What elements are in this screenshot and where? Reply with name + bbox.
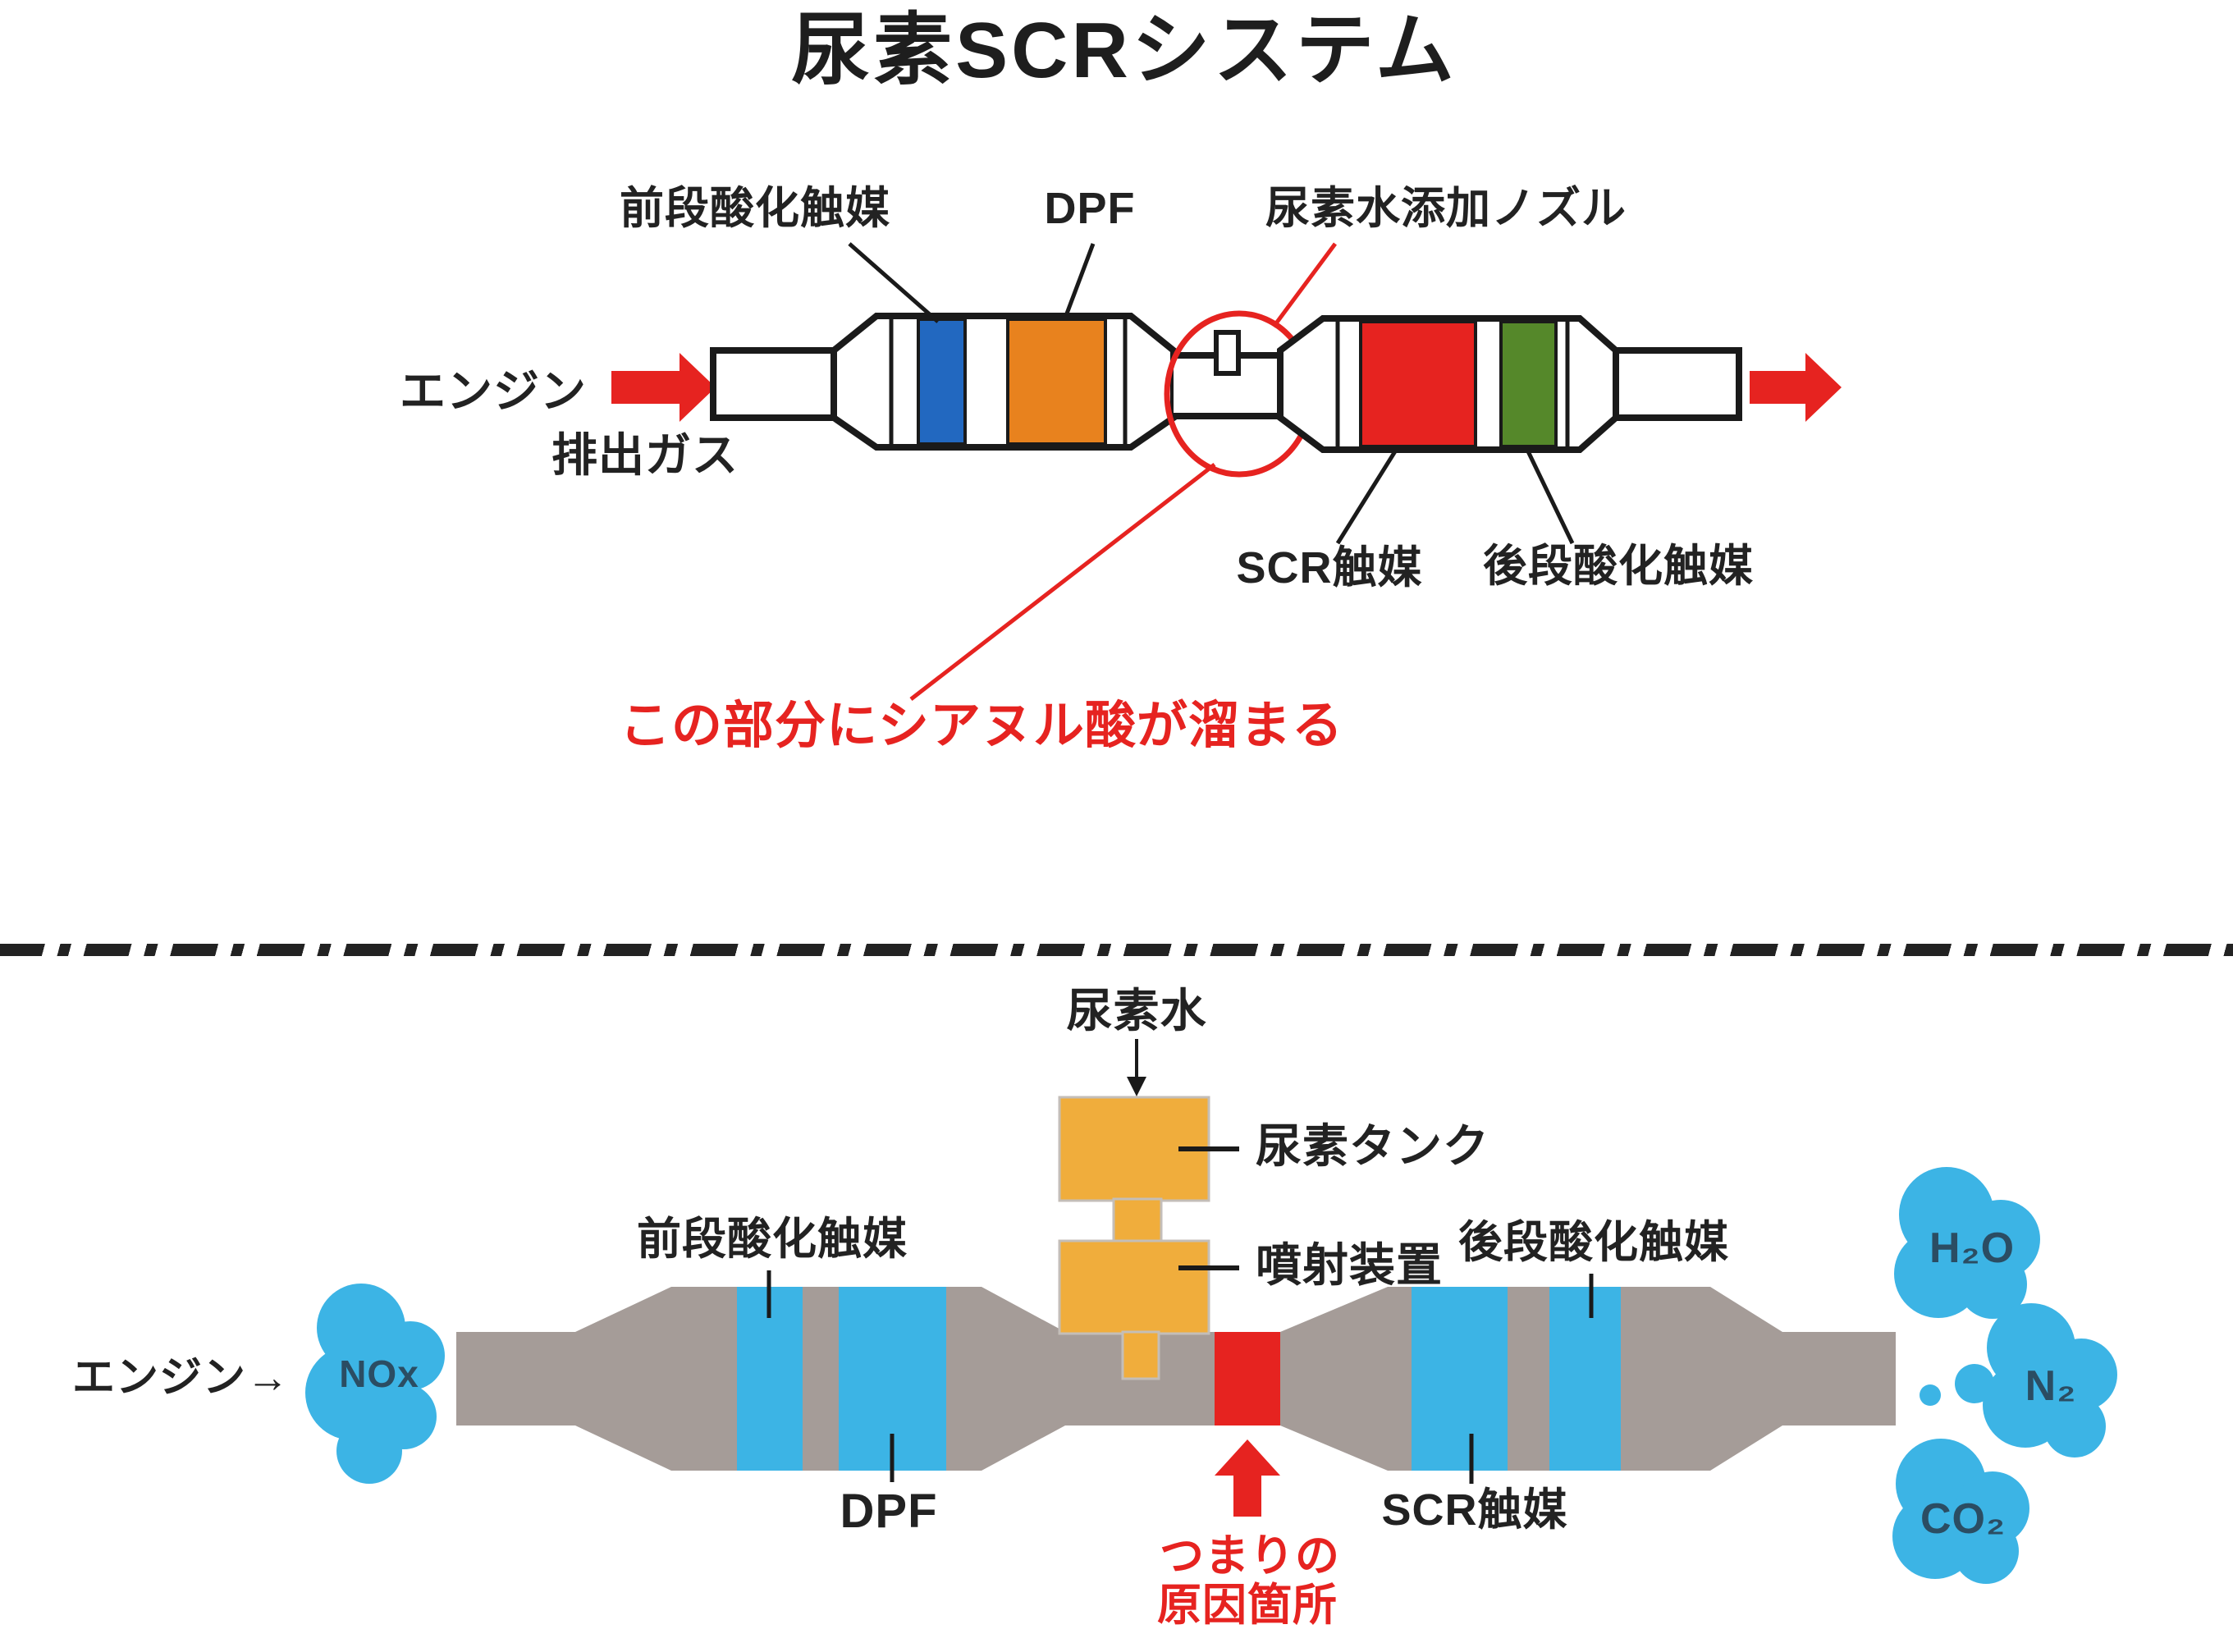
- urea-nozzle: [1214, 330, 1241, 376]
- clog-location-band: [1215, 1332, 1280, 1425]
- scr-catalyst-band: [1359, 320, 1477, 448]
- n2-gas-label: N₂: [2025, 1362, 2077, 1410]
- clog-pointer-arrow: [1215, 1439, 1280, 1517]
- dpf-label-top: DPF: [1044, 184, 1136, 233]
- section-divider: [0, 944, 2233, 956]
- bottom-flow-schematic: [305, 1039, 2117, 1584]
- clog-note-line2: 原因箇所: [1157, 1581, 1338, 1630]
- engine-label-line1: エンジン: [400, 365, 587, 417]
- nox-gas-label: NOx: [339, 1352, 419, 1395]
- h2o-gas-label: H₂O: [1929, 1224, 2016, 1272]
- engine-label-line2: 排出ガス: [551, 429, 739, 481]
- scr-band-bottom: [1412, 1287, 1508, 1471]
- page-title: 尿素SCRシステム: [791, 7, 1457, 94]
- post-catalyst-label-top: 後段酸化触媒: [1483, 542, 1754, 591]
- pre-catalyst-label-top: 前段酸化触媒: [620, 184, 890, 233]
- scr-label-bottom: SCR触媒: [1381, 1485, 1568, 1535]
- injector-pipe: [1121, 1330, 1160, 1380]
- dpf-band: [1006, 318, 1107, 446]
- nozzle-pointer-line: [1271, 242, 1338, 328]
- post-catalyst-label-bottom: 後段酸化触媒: [1458, 1218, 1729, 1267]
- injector-body: [1058, 1239, 1210, 1335]
- tank-neck: [1112, 1197, 1163, 1244]
- urea-tank-label: 尿素タンク: [1256, 1120, 1489, 1172]
- inlet-pipe: [710, 347, 837, 421]
- highlight-note-pointer-line: [909, 463, 1216, 701]
- scr-label-top: SCR触媒: [1236, 543, 1423, 593]
- co2-cloud: [1892, 1439, 2029, 1584]
- engine-label-bottom: エンジン→: [72, 1354, 291, 1402]
- injector-label: 噴射装置: [1256, 1239, 1443, 1291]
- cyanuric-acid-note: この部分にシアヌル酸が溜まる: [619, 698, 1344, 754]
- gas-out-arrow: [1750, 353, 1842, 422]
- pre-catalyst-pointer-line: [848, 242, 940, 323]
- co2-gas-label: CO₂: [1920, 1495, 2006, 1543]
- nozzle-label-top: 尿素水添加ノズル: [1265, 184, 1627, 233]
- urea-tank-assembly: [1058, 1096, 1210, 1380]
- post-catalyst-pointer-line: [1526, 450, 1575, 545]
- clog-note-line1: つまりの: [1160, 1531, 1340, 1581]
- catalyst-housing-1: [831, 313, 1177, 451]
- scr-pointer-line: [1335, 450, 1398, 545]
- post-catalyst-band: [1499, 320, 1558, 448]
- dpf-pointer-line: [1062, 243, 1096, 321]
- urea-water-arrow-head: [1127, 1077, 1146, 1096]
- top-exhaust-line-schematic: [611, 242, 1842, 701]
- outlet-pipe: [1613, 347, 1742, 421]
- post-catalyst-band-bottom: [1549, 1287, 1621, 1471]
- pre-catalyst-band: [917, 318, 967, 446]
- nox-cloud: [305, 1284, 445, 1484]
- exhaust-pipe: [456, 1287, 1896, 1471]
- pre-catalyst-label-bottom: 前段酸化触媒: [637, 1215, 908, 1264]
- n2-cloud: [1983, 1303, 2117, 1458]
- dpf-label-bottom: DPF: [840, 1485, 938, 1538]
- gas-dot-small: [1920, 1384, 1941, 1406]
- urea-water-label: 尿素水: [1066, 985, 1207, 1037]
- h2o-cloud: [1894, 1167, 2040, 1319]
- engine-gas-in-arrow: [611, 353, 716, 422]
